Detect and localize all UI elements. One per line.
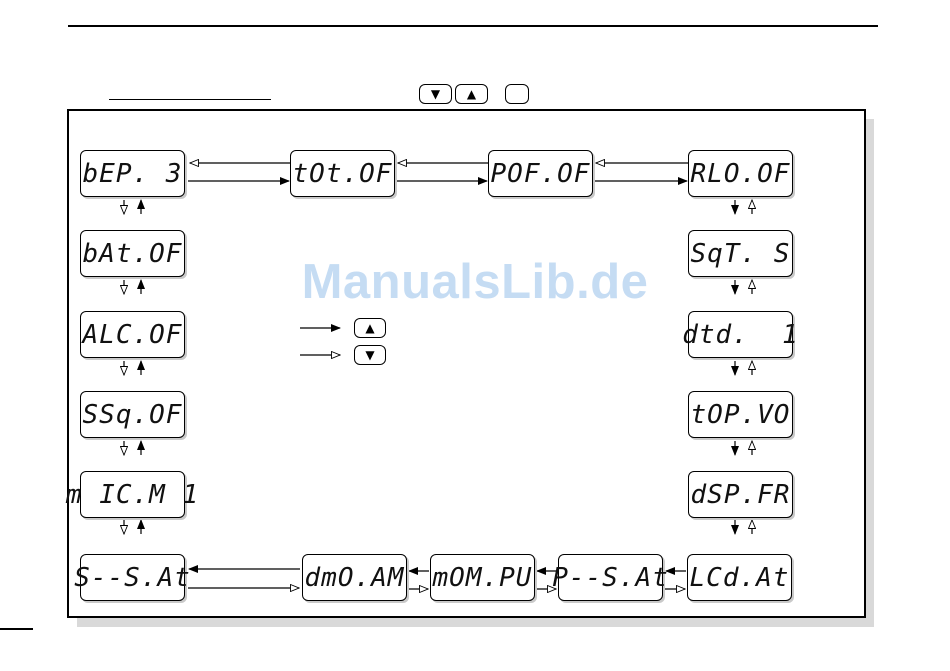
lcd-bep: bEP. 3 [80, 150, 185, 197]
lcd-pof: POF.OF [488, 150, 593, 197]
lcd-topv: tOP.VO [688, 391, 793, 438]
lcd-dtd: dtd. 1 [688, 311, 793, 358]
lcd-ssat: S--S.At [80, 554, 185, 601]
lcd-dspfr: dSP.FR [688, 471, 793, 518]
lcd-dmoan: dmO.AM [302, 554, 407, 601]
lcd-ssq: SSq.OF [80, 391, 185, 438]
watermark: ManualsLib.de [0, 254, 950, 310]
legend-down-key: ▼ [354, 345, 386, 365]
lcd-lcdat: LCd.At [687, 554, 792, 601]
lcd-monpu: mOM.PU [430, 554, 535, 601]
lcd-rlo: RLO.OF [688, 150, 793, 197]
lcd-tot: tOt.OF [290, 150, 395, 197]
legend-up-key: ▲ [354, 318, 386, 338]
lcd-psat: P--S.At [558, 554, 663, 601]
lcd-mic: m IC.M 1 [80, 471, 185, 518]
lcd-alc: ALC.OF [80, 311, 185, 358]
